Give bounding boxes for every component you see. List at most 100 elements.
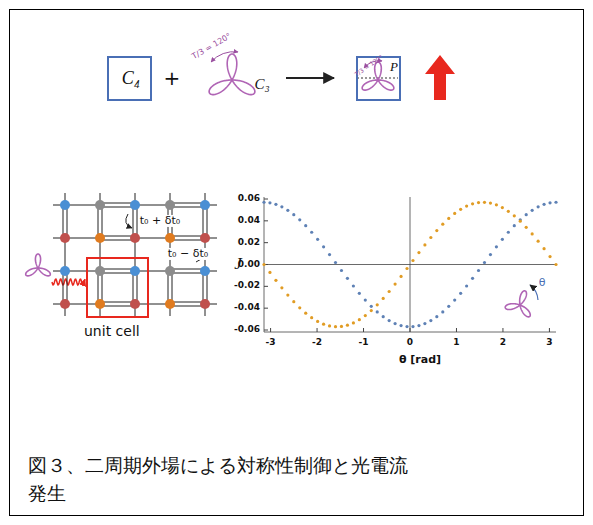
data-point bbox=[376, 303, 379, 306]
data-point bbox=[501, 206, 504, 209]
label: unit cell bbox=[84, 324, 140, 339]
lattice-site bbox=[60, 299, 70, 309]
lattice-site bbox=[95, 233, 105, 243]
label: + bbox=[164, 67, 181, 89]
data-point bbox=[334, 261, 337, 264]
tick bbox=[264, 242, 268, 243]
data-point bbox=[548, 255, 551, 258]
bond bbox=[65, 238, 100, 239]
lattice-site bbox=[130, 299, 140, 309]
bond bbox=[98, 271, 99, 304]
bond bbox=[135, 205, 170, 206]
bond bbox=[100, 203, 135, 204]
data-point bbox=[531, 209, 534, 212]
bond bbox=[170, 207, 205, 208]
node-text: T/3 = 120° bbox=[354, 54, 385, 78]
data-point bbox=[453, 212, 456, 215]
tick-label: 0.04 bbox=[238, 216, 260, 226]
bond bbox=[168, 271, 169, 304]
bond bbox=[65, 304, 100, 305]
data-point bbox=[447, 217, 450, 220]
data-point bbox=[280, 205, 283, 208]
bond bbox=[102, 271, 103, 304]
data-point bbox=[525, 213, 528, 216]
symmetry-box: C₄ bbox=[107, 56, 152, 101]
tick-label: -0.06 bbox=[234, 325, 260, 335]
bond bbox=[170, 273, 205, 274]
bond bbox=[65, 271, 100, 272]
lattice-site bbox=[130, 266, 140, 276]
data-point bbox=[364, 298, 367, 301]
tick bbox=[502, 328, 503, 332]
tick-label: -1 bbox=[359, 338, 369, 348]
bond bbox=[100, 269, 135, 270]
data-point bbox=[447, 305, 450, 308]
tick bbox=[549, 328, 550, 332]
data-point bbox=[417, 251, 420, 254]
data-point bbox=[483, 201, 486, 204]
data-point bbox=[364, 314, 367, 317]
bond bbox=[67, 271, 68, 304]
data-point bbox=[441, 223, 444, 226]
bond bbox=[170, 302, 205, 303]
bond bbox=[100, 240, 135, 241]
data-point bbox=[292, 213, 295, 216]
tick-label: 2 bbox=[500, 338, 506, 348]
lattice-site bbox=[200, 299, 210, 309]
axis-label: θ [rad] bbox=[399, 354, 441, 366]
data-point bbox=[542, 247, 545, 250]
bond bbox=[100, 273, 135, 274]
tick bbox=[264, 199, 268, 200]
data-point bbox=[531, 232, 534, 235]
bond bbox=[137, 205, 138, 238]
bond bbox=[133, 205, 134, 238]
data-point bbox=[328, 324, 331, 327]
data-point bbox=[310, 316, 313, 319]
data-point bbox=[316, 320, 319, 323]
data-point bbox=[286, 293, 289, 296]
bond bbox=[65, 205, 100, 206]
lattice-site bbox=[165, 233, 175, 243]
data-point bbox=[495, 245, 498, 248]
bond bbox=[170, 269, 205, 270]
tick bbox=[317, 328, 318, 332]
data-point bbox=[507, 210, 510, 213]
tick-label: -3 bbox=[266, 338, 276, 348]
data-point bbox=[268, 201, 271, 204]
hopping-arrow bbox=[126, 214, 132, 228]
angle-arc bbox=[530, 285, 538, 300]
data-point bbox=[346, 324, 349, 327]
data-point bbox=[298, 306, 301, 309]
bond bbox=[207, 271, 208, 304]
bond bbox=[172, 271, 173, 304]
label: t₀ − δt₀ bbox=[167, 248, 209, 260]
data-point bbox=[304, 312, 307, 315]
bond bbox=[63, 205, 64, 238]
lattice-site bbox=[165, 266, 175, 276]
light-wave bbox=[52, 279, 85, 285]
tick bbox=[264, 220, 268, 221]
data-point bbox=[262, 201, 265, 204]
data-point bbox=[537, 240, 540, 243]
data-point bbox=[489, 201, 492, 204]
arrow bbox=[286, 77, 334, 79]
data-point bbox=[465, 284, 468, 287]
data-point bbox=[405, 325, 408, 328]
data-point bbox=[304, 224, 307, 227]
bond bbox=[170, 236, 205, 237]
data-point bbox=[376, 310, 379, 313]
data-point bbox=[358, 292, 361, 295]
data-point bbox=[358, 318, 361, 321]
lattice-site bbox=[130, 200, 140, 210]
tick-label: 3 bbox=[546, 338, 552, 348]
bond bbox=[135, 238, 170, 239]
data-point bbox=[394, 322, 397, 325]
data-point bbox=[554, 263, 557, 266]
tick-label: -2 bbox=[312, 338, 322, 348]
bond bbox=[207, 205, 208, 238]
data-point bbox=[507, 231, 510, 234]
data-point bbox=[465, 205, 468, 208]
data-point bbox=[346, 277, 349, 280]
lattice-site bbox=[165, 200, 175, 210]
